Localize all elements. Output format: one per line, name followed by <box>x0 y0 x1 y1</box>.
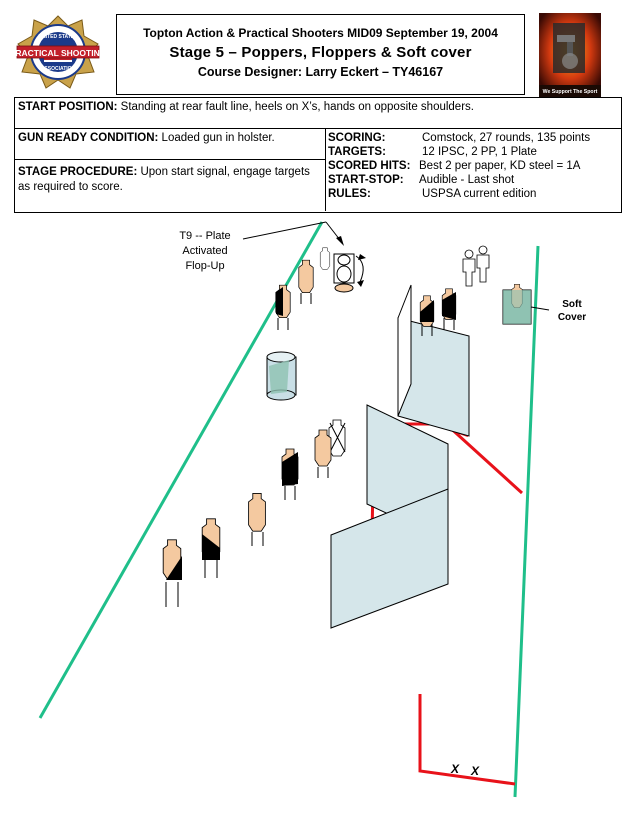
scoring-value: Comstock, 27 rounds, 135 points <box>422 132 591 144</box>
ipsc-target <box>419 295 435 336</box>
gun-ready-row: GUN READY CONDITION: Loaded gun in holst… <box>15 129 325 160</box>
t9-label-line3: Flop-Up <box>185 260 225 272</box>
soft-cover-box <box>502 283 550 325</box>
no-shoot-figures <box>462 245 490 287</box>
scored-hits-row: SCORED HITS: Best 2 per paper, KD steel =… <box>328 159 620 173</box>
start-position-row: START POSITION: Standing at rear fault l… <box>15 98 621 129</box>
activator-plate <box>333 253 366 293</box>
wall-lower <box>330 488 449 629</box>
stage-title: Stage 5 – Poppers, Floppers & Soft cover <box>169 44 472 61</box>
ipsc-target <box>248 492 266 546</box>
soft-cover-line1: Soft <box>562 299 582 310</box>
start-position-value: Standing at rear fault line, heels on X’… <box>117 101 474 113</box>
stage-info-table: START POSITION: Standing at rear fault l… <box>14 97 622 213</box>
ipsc-target <box>201 518 221 578</box>
start-mark-x1: X <box>451 762 460 776</box>
start-stop-label: START-STOP: <box>328 174 404 186</box>
stage-title-box: Topton Action & Practical Shooters MID09… <box>116 14 525 95</box>
barrel <box>266 351 297 401</box>
right-info-column: SCORING:Comstock, 27 rounds, 135 points … <box>328 131 620 201</box>
ipsc-target <box>328 419 346 457</box>
ipsc-target <box>281 448 299 500</box>
ipsc-target <box>275 284 291 330</box>
support-logo-text: We Support The Sport <box>543 89 598 95</box>
soft-cover-line2: Cover <box>557 312 587 323</box>
start-stop-value: Audible - Last shot <box>419 174 515 186</box>
gun-ready-value: Loaded gun in holster. <box>158 132 275 144</box>
t9-label-line2: Activated <box>182 245 228 257</box>
targets-value: 12 IPSC, 2 PP, 1 Plate <box>422 146 537 158</box>
ipsc-target <box>319 247 331 270</box>
start-position-label: START POSITION: <box>18 101 118 113</box>
ipsc-target <box>441 288 457 330</box>
rules-label: RULES: <box>328 188 371 200</box>
scored-hits-label: SCORED HITS: <box>328 160 411 172</box>
rules-row: RULES: USPSA current edition <box>328 187 620 201</box>
scoring-label: SCORING: <box>328 132 386 144</box>
ipsc-targets <box>162 247 457 607</box>
stage-procedure-row: STAGE PROCEDURE: Upon start signal, enga… <box>15 162 325 198</box>
stage-procedure-value: Upon start signal, engage targets as req… <box>18 166 310 193</box>
targets-label: TARGETS: <box>328 146 386 158</box>
start-mark-x2: X <box>471 764 480 778</box>
scoring-row: SCORING: Comstock, 27 rounds, 135 points <box>328 131 620 145</box>
uspsa-logo-text-bottom: ASSOCIATION <box>41 66 76 72</box>
uspsa-logo-text: PRACTICAL SHOOTING <box>14 48 102 58</box>
scored-hits-value: Best 2 per paper, KD steel = 1A <box>419 160 581 172</box>
wall-upper-edge <box>397 284 412 417</box>
left-info-column: GUN READY CONDITION: Loaded gun in holst… <box>15 129 326 211</box>
start-stop-row: START-STOP: Audible - Last shot <box>328 173 620 187</box>
right-fault-line <box>513 245 540 798</box>
rear-start-box-line <box>418 694 516 786</box>
support-logo: We Support The Sport <box>539 13 601 97</box>
gun-ready-label: GUN READY CONDITION: <box>18 132 159 144</box>
targets-row: TARGETS: 12 IPSC, 2 PP, 1 Plate <box>328 145 620 159</box>
stage-procedure-label: STAGE PROCEDURE: <box>18 166 138 178</box>
t9-pointer <box>242 221 344 246</box>
soft-cover-label: Soft Cover <box>549 298 595 324</box>
wall-panels <box>330 284 470 629</box>
ipsc-target <box>314 429 332 478</box>
ipsc-target <box>162 539 182 607</box>
uspsa-logo: PRACTICAL SHOOTING UNITED STATES ASSOCIA… <box>10 14 107 90</box>
ipsc-target <box>298 259 314 304</box>
course-designer: Course Designer: Larry Eckert – TY46167 <box>197 65 444 79</box>
left-fault-line <box>38 221 324 719</box>
match-title: Topton Action & Practical Shooters MID09… <box>143 26 498 40</box>
rules-value: USPSA current edition <box>422 188 537 200</box>
t9-label-line1: T9 -- Plate <box>179 230 231 242</box>
t9-plate-label: T9 -- Plate Activated Flop-Up <box>160 229 250 274</box>
uspsa-logo-text-top: UNITED STATES <box>39 34 79 40</box>
